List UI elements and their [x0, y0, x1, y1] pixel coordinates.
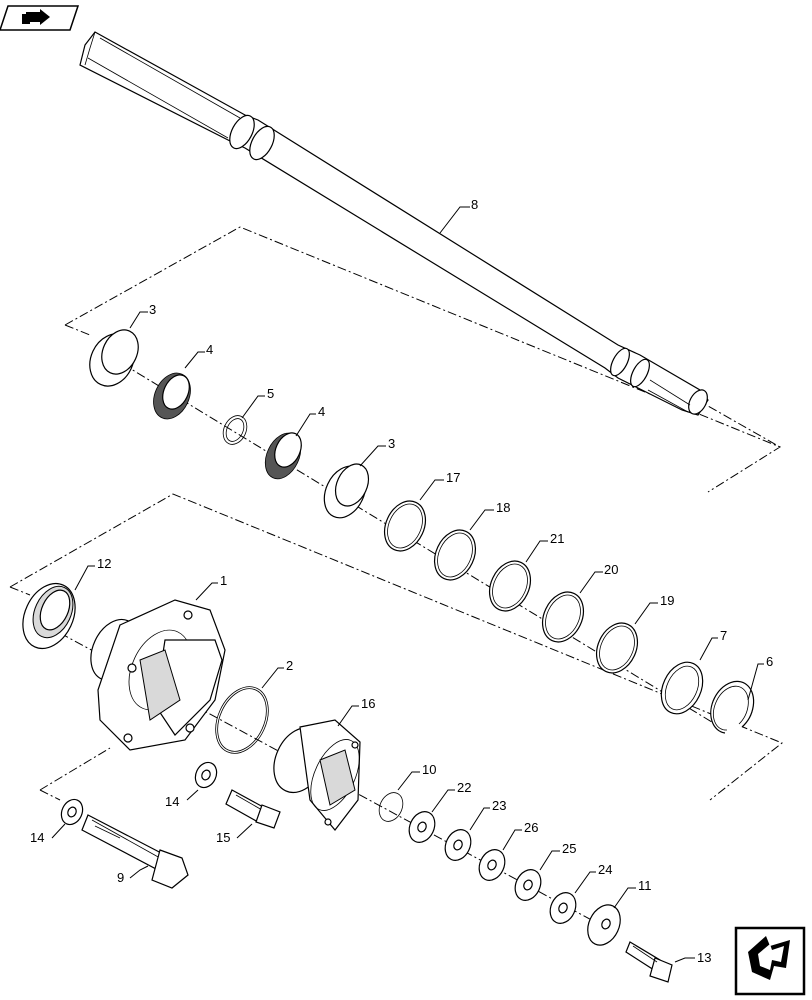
- callout-2: 2: [286, 658, 293, 673]
- callout-23: 23: [492, 798, 506, 813]
- o-ring: [215, 686, 269, 754]
- assembly-boundary-lower: [9, 493, 783, 801]
- callout-22: 22: [457, 780, 471, 795]
- callout-26: 26: [524, 820, 538, 835]
- callout-15: 15: [216, 830, 230, 845]
- shim-19: [595, 622, 639, 674]
- hex-bolt-9: [81, 814, 189, 889]
- shim-20: [541, 591, 585, 643]
- callout-14-a: 14: [165, 794, 179, 809]
- shim-17: [383, 500, 427, 552]
- callout-5: 5: [267, 386, 274, 401]
- callout-3-b: 3: [388, 436, 395, 451]
- callout-20: 20: [604, 562, 618, 577]
- callout-4-b: 4: [318, 404, 325, 419]
- callout-6: 6: [766, 654, 773, 669]
- washer-25: [514, 869, 542, 901]
- oil-seal: [22, 582, 76, 650]
- callout-25: 25: [562, 841, 576, 856]
- axle-shaft: [79, 31, 709, 416]
- callout-16: 16: [361, 696, 375, 711]
- leader-lines: [51, 206, 764, 963]
- callout-1: 1: [220, 573, 227, 588]
- callout-24: 24: [598, 862, 612, 877]
- shim-18: [433, 529, 477, 581]
- callout-14-b: 14: [30, 830, 44, 845]
- bearing-cone-outer: [153, 372, 191, 420]
- bearing-cone-inner: [264, 432, 302, 480]
- callout-3-a: 3: [149, 302, 156, 317]
- bearing-cup-inner: [323, 463, 370, 519]
- callout-19: 19: [660, 593, 674, 608]
- callout-21: 21: [550, 531, 564, 546]
- book-arrow-icon[interactable]: [0, 5, 80, 31]
- washer-24: [549, 892, 577, 924]
- assembly-boundary-upper: [64, 226, 782, 493]
- retaining-ring: [710, 680, 755, 734]
- callout-labels: 8 3 4 5 4 3 17 18 21 20 19 7 6 12 1 2 16…: [30, 197, 773, 965]
- next-page-arrow-icon[interactable]: [734, 926, 806, 996]
- bearing-cup-outer: [89, 329, 139, 387]
- shim-7: [660, 661, 704, 715]
- washer-14-upper: [194, 761, 218, 789]
- washer-22: [408, 811, 436, 843]
- washer-14-lower: [60, 798, 84, 826]
- callout-18: 18: [496, 500, 510, 515]
- snap-ring: [222, 415, 248, 445]
- bearing-housing: [90, 599, 226, 751]
- washer-26: [478, 849, 506, 881]
- callout-7: 7: [720, 628, 727, 643]
- yoke-flange: [273, 719, 361, 831]
- callout-4-a: 4: [206, 342, 213, 357]
- callout-17: 17: [446, 470, 460, 485]
- callout-10: 10: [422, 762, 436, 777]
- callout-12: 12: [97, 556, 111, 571]
- small-snap-ring: [378, 792, 404, 822]
- cap-screw-15: [225, 789, 281, 829]
- shim-21: [488, 560, 532, 612]
- cap-screw-13: [625, 941, 673, 983]
- callout-9: 9: [117, 870, 124, 885]
- callout-8: 8: [471, 197, 478, 212]
- washer-23: [444, 829, 472, 861]
- callout-13: 13: [697, 950, 711, 965]
- callout-11: 11: [638, 878, 652, 893]
- washer-11: [587, 904, 621, 946]
